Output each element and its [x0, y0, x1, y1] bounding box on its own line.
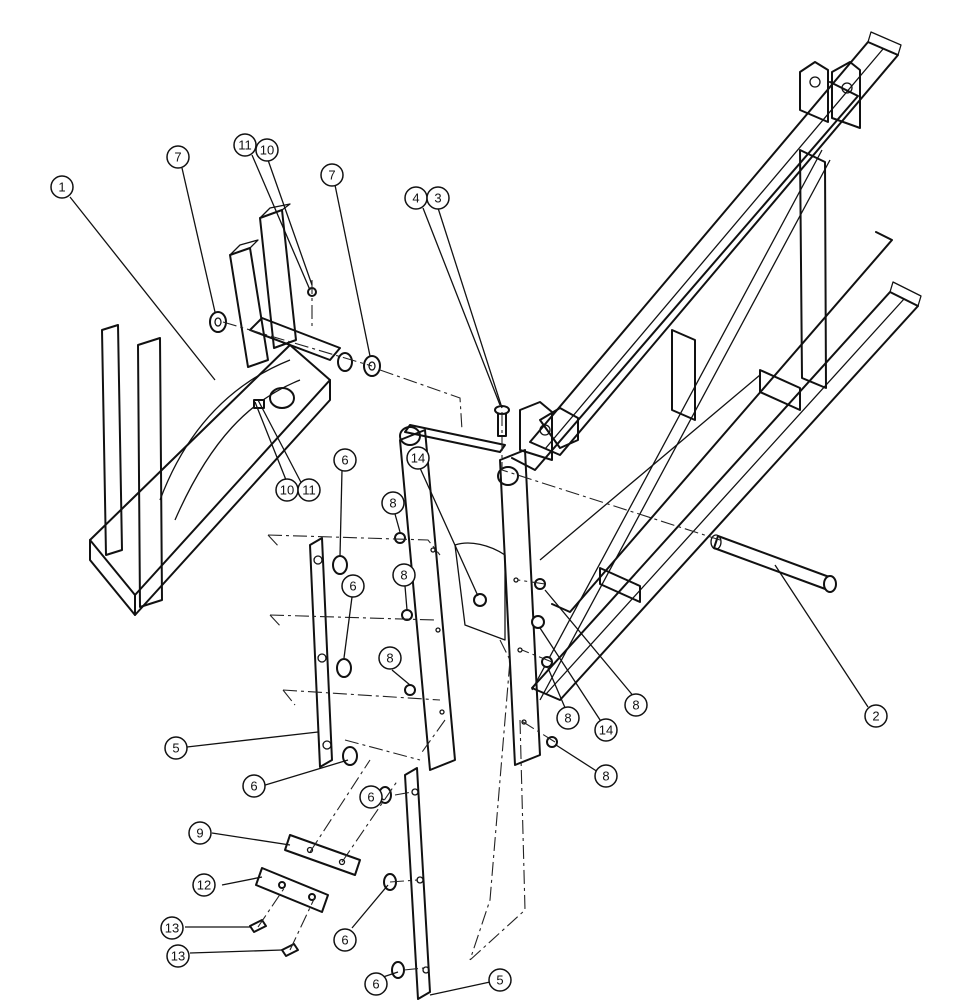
callout-3: 3: [426, 186, 450, 210]
callout-label: 4: [412, 191, 419, 206]
callout-8-f: 8: [594, 764, 618, 788]
callout-8-a: 8: [381, 491, 405, 515]
callout-5-b: 5: [488, 968, 512, 992]
callout-13-a: 13: [160, 916, 184, 940]
callout-label: 6: [250, 779, 257, 794]
callout-13-b: 13: [166, 944, 190, 968]
mount-bracket: [89, 203, 381, 616]
callout-label: 11: [238, 138, 252, 153]
callout-6-c: 6: [242, 774, 266, 798]
callout-6-a: 6: [333, 448, 357, 472]
callout-label: 13: [171, 949, 185, 964]
callout-label: 5: [172, 741, 179, 756]
callout-9: 9: [188, 821, 212, 845]
strap-plates: [249, 537, 431, 1000]
callout-12: 12: [192, 873, 216, 897]
callout-label: 14: [411, 451, 425, 466]
callout-5-a: 5: [164, 736, 188, 760]
callout-4: 4: [404, 186, 428, 210]
leader-lines: [69, 154, 869, 996]
callout-label: 8: [602, 769, 609, 784]
callout-14-a: 14: [406, 446, 430, 470]
callout-label: 2: [872, 709, 879, 724]
callout-10-lower: 10: [275, 478, 299, 502]
callout-label: 14: [599, 723, 613, 738]
callout-8-d: 8: [624, 693, 648, 717]
callout-14-b: 14: [594, 718, 618, 742]
callout-label: 6: [341, 933, 348, 948]
callout-label: 8: [564, 711, 571, 726]
callout-label: 8: [389, 496, 396, 511]
callout-2: 2: [864, 704, 888, 728]
callout-label: 12: [197, 878, 211, 893]
callout-7-left: 7: [166, 145, 190, 169]
callout-6-d: 6: [359, 785, 383, 809]
callout-6-f: 6: [364, 972, 388, 996]
callout-10-top: 10: [255, 138, 279, 162]
slide-column: [394, 405, 558, 771]
callout-label: 11: [302, 483, 316, 498]
callout-label: 5: [496, 973, 503, 988]
callout-label: 8: [386, 651, 393, 666]
callout-label: 10: [260, 143, 274, 158]
callout-7-right: 7: [320, 163, 344, 187]
callout-label: 13: [165, 921, 179, 936]
callout-label: 10: [280, 483, 294, 498]
callout-label: 8: [400, 568, 407, 583]
callout-11-lower: 11: [297, 478, 321, 502]
boom-frame: [511, 31, 922, 701]
callout-label: 6: [349, 579, 356, 594]
callout-label: 7: [328, 168, 335, 183]
callout-6-b: 6: [341, 574, 365, 598]
callout-1: 1: [50, 175, 74, 199]
callout-8-b: 8: [392, 563, 416, 587]
callout-label: 6: [341, 453, 348, 468]
callout-11-top: 11: [233, 133, 257, 157]
callout-label: 9: [196, 826, 203, 841]
callout-6-e: 6: [333, 928, 357, 952]
callout-label: 6: [367, 790, 374, 805]
callout-label: 8: [632, 698, 639, 713]
callout-8-c: 8: [378, 646, 402, 670]
pivot-pin: [710, 534, 837, 593]
callout-label: 6: [372, 977, 379, 992]
callout-label: 3: [434, 191, 441, 206]
callout-label: 1: [58, 180, 65, 195]
callout-label: 7: [174, 150, 181, 165]
assembly-centerlines: [222, 280, 721, 971]
callout-8-e: 8: [556, 706, 580, 730]
